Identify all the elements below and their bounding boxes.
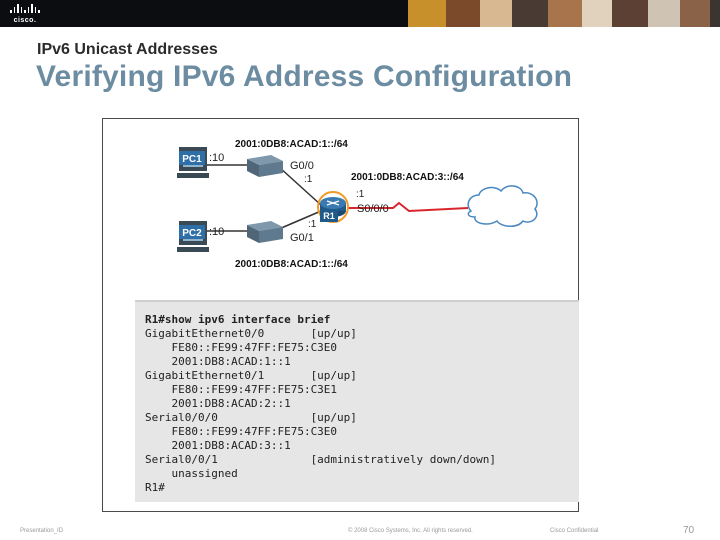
header-photo-strip <box>408 0 720 27</box>
pc1-host-suffix: :10 <box>209 152 224 164</box>
cli-output-line: Serial0/0/0 [up/up] <box>145 411 357 424</box>
g00-link <box>278 166 322 206</box>
network-right-label: 2001:0DB8:ACAD:3::/64 <box>351 172 464 183</box>
network-diagram: PC1 :10 PC2 :10 R1 2001: <box>177 139 538 270</box>
footer-confidential: Cisco Confidential <box>550 528 599 534</box>
cli-output-line: 2001:DB8:ACAD:1::1 <box>145 355 291 368</box>
topology-figure: PC1 :10 PC2 :10 R1 2001: <box>102 118 579 512</box>
page-number: 70 <box>683 525 695 536</box>
g01-host-label: :1 <box>308 219 317 230</box>
cli-output-line: FE80::FE99:47FF:FE75:C3E1 <box>145 383 338 396</box>
cisco-logo-text: cisco. <box>13 17 37 24</box>
s000-interface-label: S0/0/0 <box>357 203 389 215</box>
cisco-logo: cisco. <box>8 4 42 24</box>
router-label-badge <box>320 210 338 222</box>
switch2-icon <box>247 221 283 243</box>
cli-output-panel: R1#show ipv6 interface brief GigabitEthe… <box>135 300 579 502</box>
cli-output-line: 2001:DB8:ACAD:3::1 <box>145 439 291 452</box>
cli-prompt-line: R1# <box>145 481 165 494</box>
cloud-icon <box>467 185 538 227</box>
cli-output-line: GigabitEthernet0/1 [up/up] <box>145 369 357 382</box>
cli-output-line: 2001:DB8:ACAD:2::1 <box>145 397 291 410</box>
g01-link <box>278 210 322 230</box>
page-title: Verifying IPv6 Address Configuration <box>36 60 573 93</box>
network-top-label: 2001:0DB8:ACAD:1::/64 <box>235 139 348 150</box>
cli-output-line: FE80::FE99:47FF:FE75:C3E0 <box>145 341 338 354</box>
pc2-label-badge <box>179 225 205 239</box>
cli-command-line: R1#show ipv6 interface brief <box>145 313 331 326</box>
pc1-label-badge <box>179 151 205 165</box>
footer-presentation-id: Presentation_ID <box>20 528 64 534</box>
g00-host-label: :1 <box>304 174 313 185</box>
pc2-host-suffix: :10 <box>209 226 224 238</box>
top-banner: cisco. <box>0 0 720 27</box>
cli-output-line: unassigned <box>145 467 238 480</box>
serial-link <box>347 201 469 213</box>
s000-host-label: :1 <box>356 189 365 200</box>
g00-interface-label: G0/0 <box>290 160 314 172</box>
network-bottom-label: 2001:0DB8:ACAD:1::/64 <box>235 259 348 270</box>
cli-output-line: FE80::FE99:47FF:FE75:C3E0 <box>145 425 338 438</box>
cli-output-line: GigabitEthernet0/0 [up/up] <box>145 327 357 340</box>
cli-output-line: Serial0/0/1 [administratively down/down] <box>145 453 496 466</box>
footer-copyright: © 2008 Cisco Systems, Inc. All rights re… <box>348 528 473 534</box>
router-label: R1 <box>323 211 335 221</box>
pc2-label: PC2 <box>182 228 202 239</box>
switch1-icon <box>247 155 283 177</box>
section-heading: IPv6 Unicast Addresses <box>37 41 218 58</box>
pc1-label: PC1 <box>182 154 202 165</box>
g01-interface-label: G0/1 <box>290 232 314 244</box>
